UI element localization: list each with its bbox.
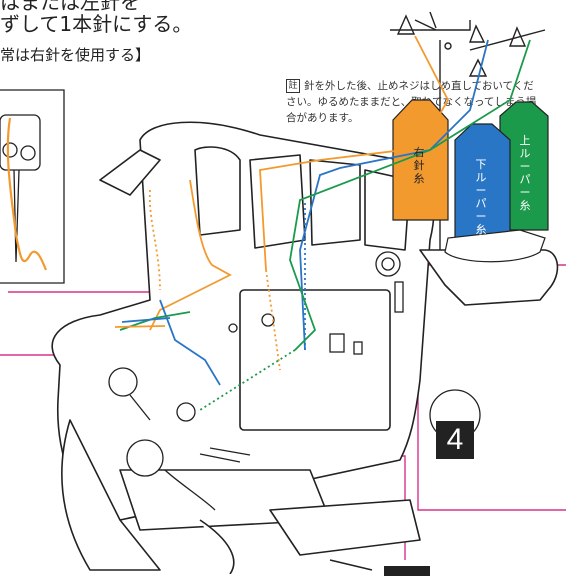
heading-line-2: ずして1本針にする。 bbox=[0, 12, 193, 36]
needle-inset bbox=[0, 89, 65, 284]
spools bbox=[392, 99, 549, 263]
machine-body bbox=[51, 121, 559, 574]
step-4-badge: 4 bbox=[436, 421, 474, 459]
spool-label-right-needle: 右針糸 bbox=[413, 146, 425, 185]
note-icon: 註 bbox=[286, 79, 300, 93]
subheading: 常は右針を使用する】 bbox=[0, 46, 151, 64]
threads bbox=[114, 35, 531, 411]
spool-label-upper-looper: 上ルーパー糸 bbox=[519, 134, 531, 212]
orange-spool bbox=[392, 99, 449, 221]
step-5-badge bbox=[384, 566, 430, 576]
spool-label-lower-looper: 下ルーパー糸 bbox=[475, 158, 487, 236]
heading-line-1: はまたは左針を bbox=[0, 0, 140, 14]
